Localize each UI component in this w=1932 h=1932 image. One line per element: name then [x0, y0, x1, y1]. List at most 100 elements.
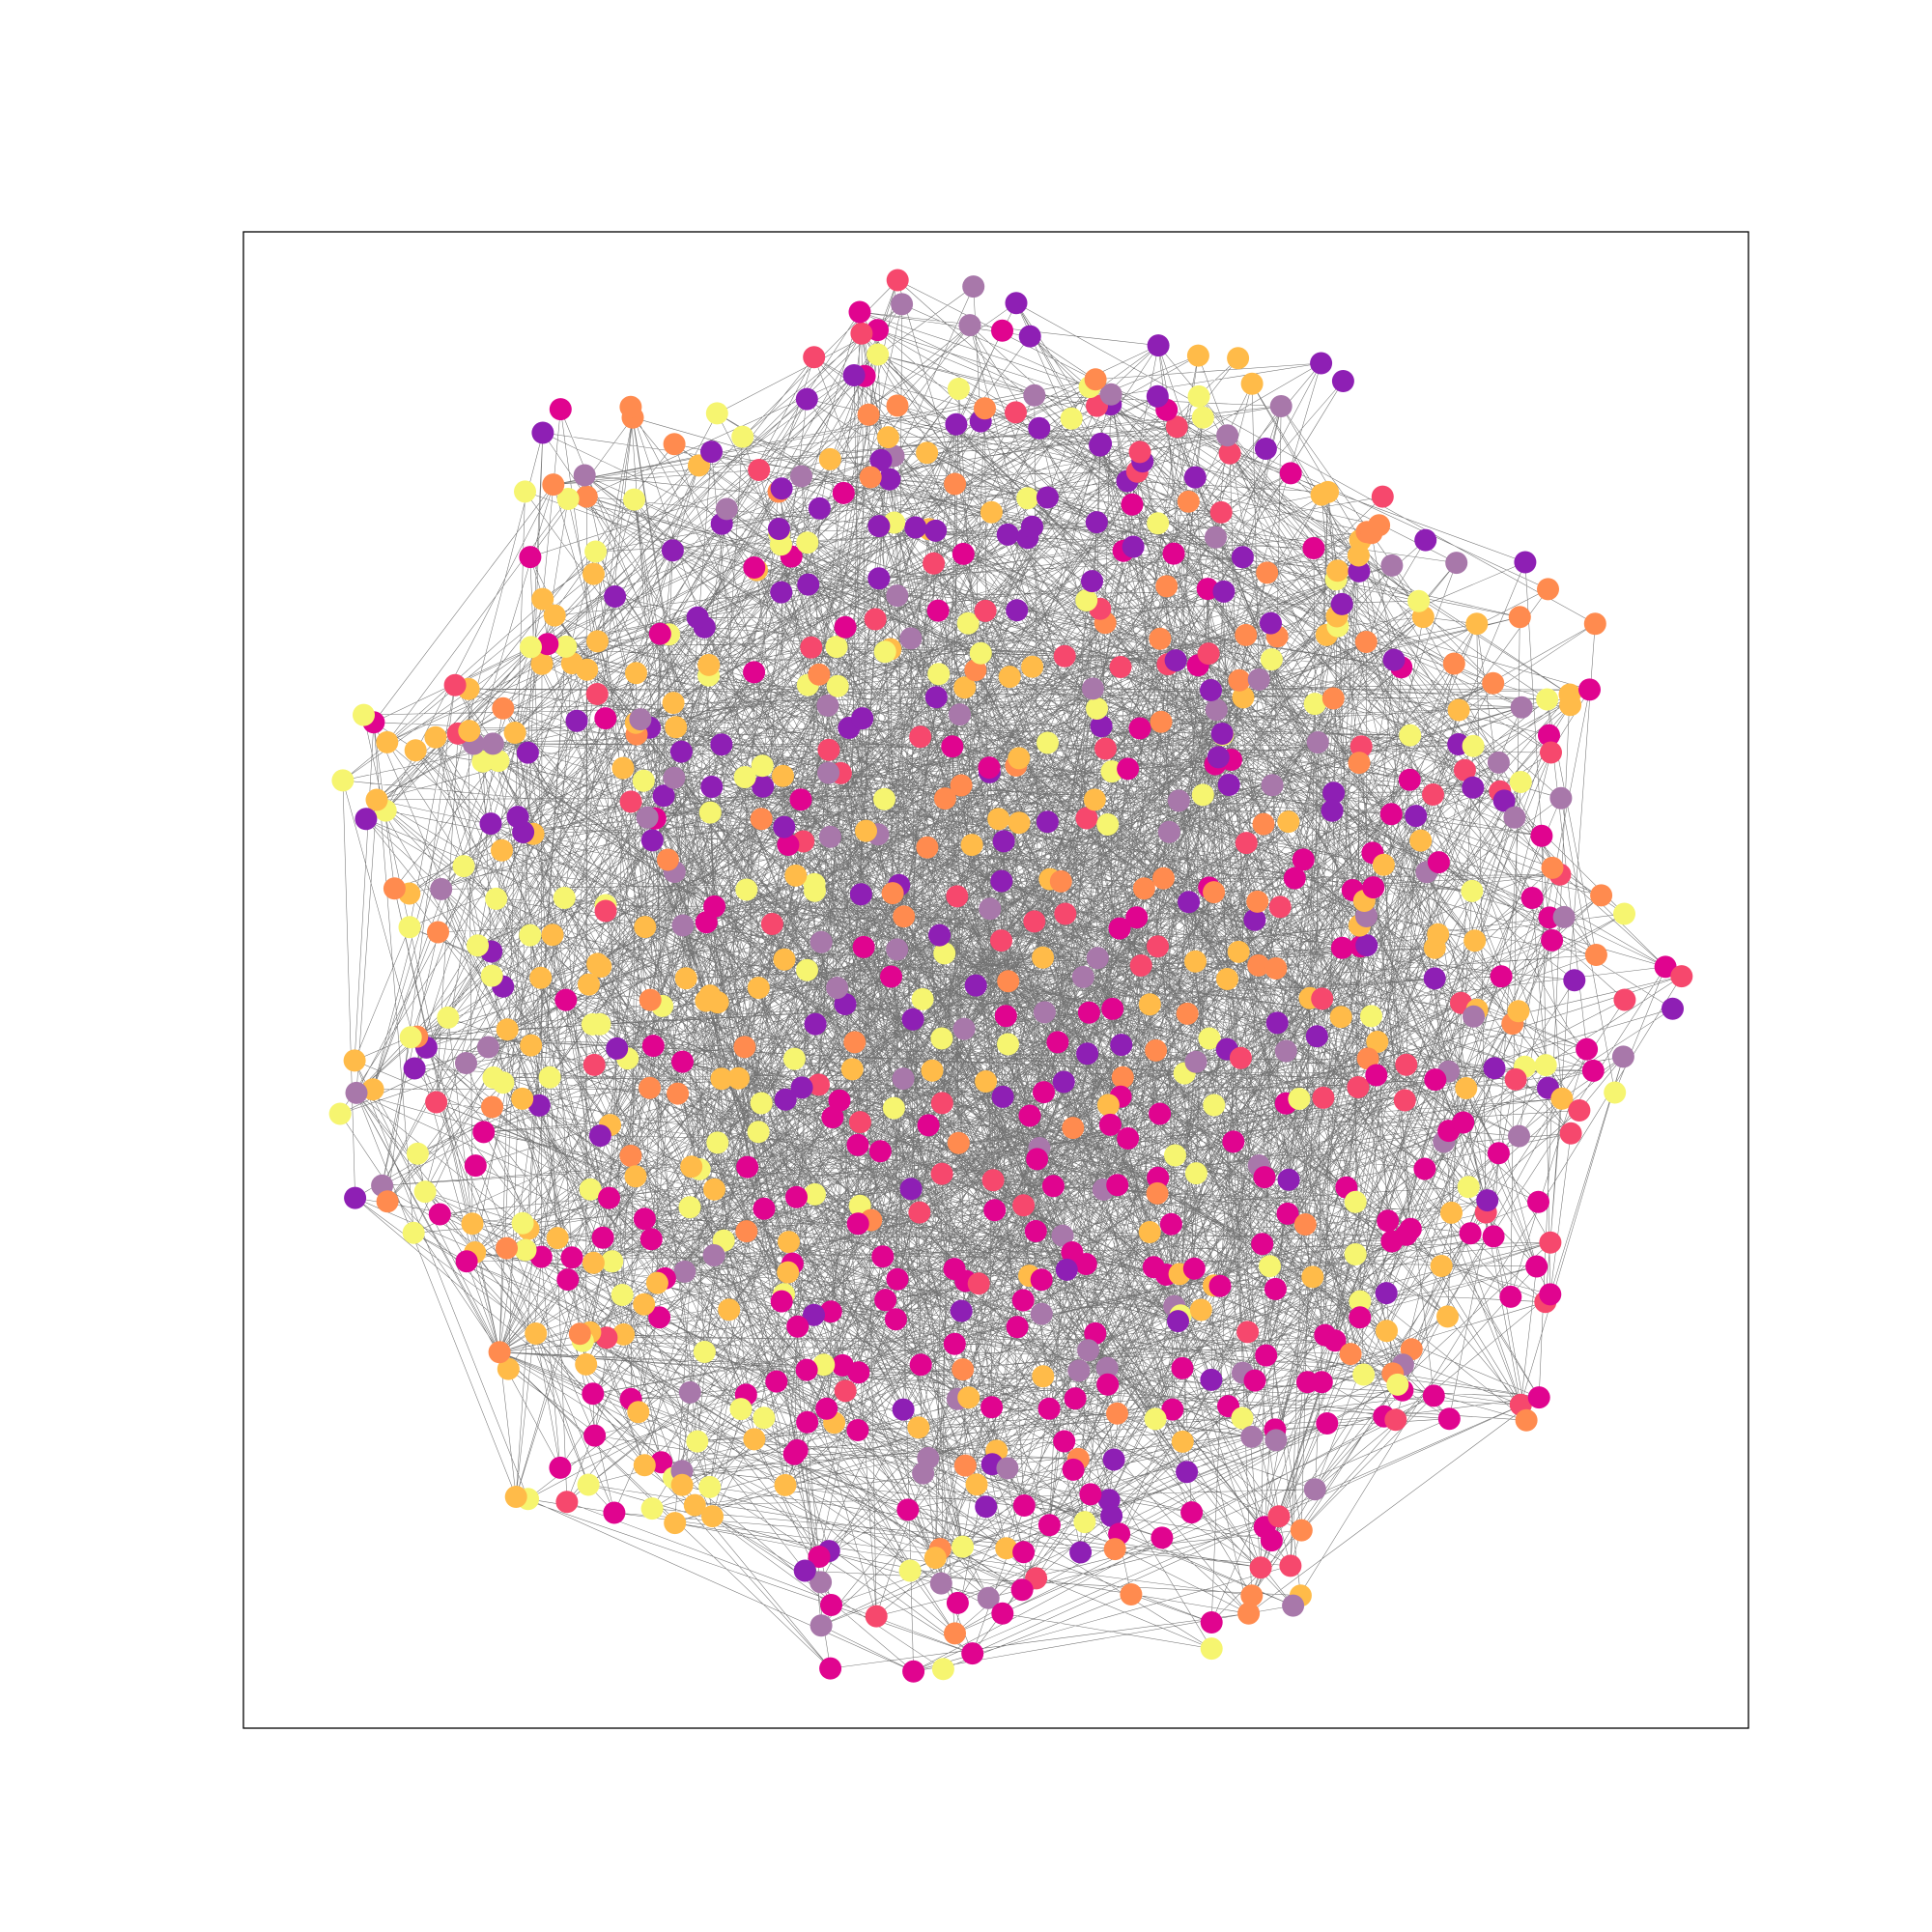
- graph-node: [960, 834, 983, 857]
- graph-node: [556, 488, 580, 510]
- graph-node: [1344, 1243, 1367, 1265]
- graph-node: [525, 1322, 548, 1345]
- graph-node: [1147, 334, 1170, 357]
- graph-node: [770, 581, 793, 604]
- graph-node: [1541, 928, 1564, 952]
- graph-node: [1277, 810, 1300, 834]
- graph-node: [1037, 731, 1059, 754]
- graph-node: [1120, 1583, 1143, 1605]
- graph-node: [808, 1073, 830, 1096]
- graph-node: [424, 725, 447, 749]
- graph-node: [848, 1111, 871, 1134]
- graph-node: [458, 720, 481, 743]
- graph-node: [1216, 424, 1239, 447]
- graph-node: [1018, 325, 1041, 348]
- graph-node: [1138, 993, 1161, 1016]
- graph-node: [1264, 957, 1288, 980]
- graph-node: [904, 516, 927, 539]
- graph-node: [1503, 806, 1526, 829]
- graph-node: [1054, 902, 1077, 925]
- graph-node: [797, 573, 820, 596]
- graph-node: [981, 1169, 1005, 1192]
- graph-node: [586, 630, 609, 653]
- graph-node: [344, 1186, 367, 1209]
- graph-node: [941, 735, 964, 758]
- graph-node: [980, 500, 1003, 524]
- graph-node: [541, 923, 564, 947]
- node-layer: [328, 269, 1693, 1683]
- graph-node: [924, 686, 948, 709]
- graph-node: [579, 1178, 602, 1201]
- graph-node: [748, 459, 771, 481]
- graph-node: [1515, 1408, 1538, 1432]
- graph-node: [1442, 652, 1465, 675]
- graph-node: [859, 466, 882, 489]
- graph-node: [1482, 671, 1505, 695]
- graph-node: [990, 929, 1012, 952]
- graph-node: [702, 1244, 725, 1266]
- graph-node: [328, 1102, 352, 1125]
- graph-node: [886, 584, 909, 608]
- graph-node: [1590, 884, 1613, 907]
- graph-node: [784, 864, 808, 887]
- graph-node: [343, 1049, 366, 1072]
- graph-node: [1453, 758, 1476, 781]
- graph-node: [1427, 851, 1450, 874]
- graph-node: [842, 364, 866, 386]
- graph-node: [908, 1201, 931, 1224]
- graph-node: [506, 806, 529, 829]
- graph-node: [1094, 737, 1117, 760]
- graph-node: [770, 1290, 793, 1313]
- graph-node: [1189, 1298, 1212, 1321]
- graph-node: [1178, 891, 1201, 914]
- graph-node: [958, 314, 981, 337]
- graph-node: [1125, 906, 1149, 929]
- graph-node: [1424, 1068, 1447, 1092]
- graph-node: [671, 1050, 694, 1073]
- graph-node: [582, 1382, 605, 1406]
- graph-node: [886, 938, 909, 961]
- graph-node: [924, 519, 948, 542]
- graph-node: [1128, 717, 1151, 740]
- graph-node: [1306, 731, 1329, 753]
- graph-node: [1053, 1430, 1076, 1453]
- graph-node: [1200, 1611, 1223, 1634]
- graph-node: [803, 872, 826, 895]
- graph-node: [1492, 789, 1516, 812]
- graph-node: [1205, 526, 1227, 549]
- graph-node: [443, 673, 467, 696]
- graph-node: [1376, 1320, 1398, 1343]
- graph-node: [957, 1386, 980, 1409]
- graph-node: [896, 1498, 920, 1521]
- graph-node: [949, 703, 971, 726]
- graph-node: [619, 790, 642, 813]
- graph-node: [1164, 1144, 1186, 1167]
- graph-node: [575, 485, 598, 508]
- graph-node: [629, 708, 652, 731]
- graph-node: [693, 1341, 716, 1363]
- graph-node: [1084, 1321, 1107, 1345]
- graph-node: [598, 1186, 620, 1209]
- graph-node: [855, 819, 877, 842]
- graph-node: [698, 984, 722, 1008]
- graph-node: [1167, 1310, 1189, 1333]
- graph-node: [1032, 1365, 1055, 1388]
- graph-node: [1527, 1386, 1550, 1409]
- graph-node: [1102, 1448, 1125, 1471]
- graph-node: [1576, 1037, 1599, 1061]
- graph-node: [1184, 1050, 1208, 1073]
- graph-node: [1121, 493, 1144, 516]
- graph-node: [864, 608, 887, 631]
- graph-node: [1208, 1274, 1232, 1297]
- graph-node: [1055, 1258, 1078, 1281]
- graph-node: [1508, 606, 1531, 629]
- graph-node: [1231, 546, 1254, 569]
- graph-node: [1540, 741, 1562, 764]
- graph-node: [1440, 1201, 1463, 1224]
- graph-node: [876, 426, 899, 449]
- graph-node: [481, 732, 504, 755]
- graph-node: [1084, 368, 1107, 391]
- graph-node: [1321, 687, 1345, 710]
- graph-node: [641, 1035, 665, 1058]
- graph-node: [810, 1571, 833, 1594]
